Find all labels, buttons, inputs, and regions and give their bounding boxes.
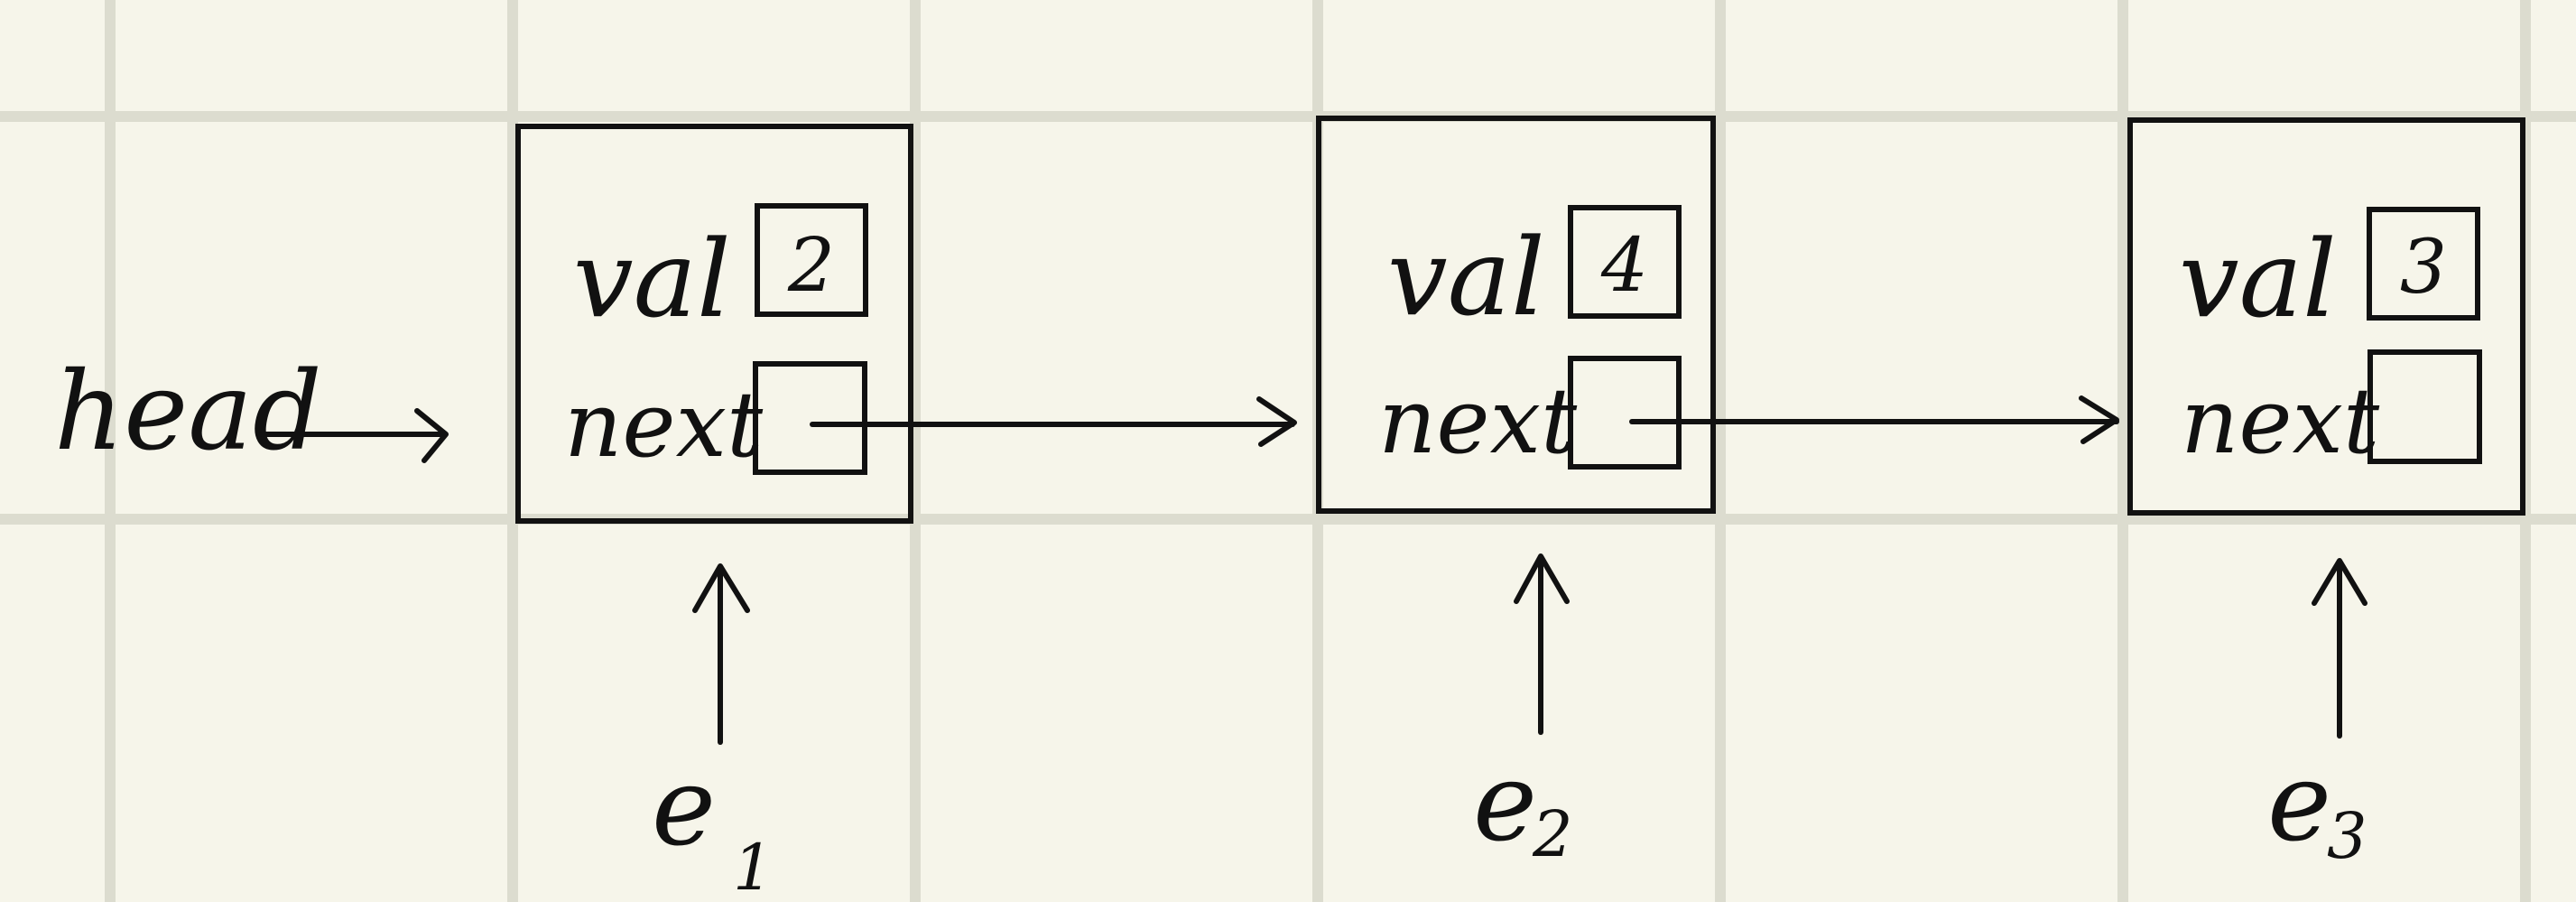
next-label: next [2181,368,2380,474]
value-box [1568,205,1682,319]
next-arrow-2-to-3 [1629,395,2119,444]
val-label: val [2179,217,2337,341]
next-pointer-box [753,361,867,475]
head-label: head [54,349,322,475]
list-node-1: val 2 next [515,124,913,524]
pointer-label-2: e 2 [1473,740,1573,871]
value-text: 3 [2400,225,2447,311]
pointer-label-3: e 3 [2267,740,2368,873]
pointer-arrow-3 [2312,558,2368,739]
list-node-3: val 3 next [2127,117,2525,516]
pointer-name: e [1473,740,1537,866]
value-text: 4 [1600,223,1648,309]
head-arrow [259,408,449,463]
node-box [515,124,913,524]
pointer-arrow-2 [1514,553,1570,735]
next-arrow-1-to-2 [810,396,1297,447]
next-label: next [1378,368,1578,474]
next-pointer-box [1568,356,1682,470]
list-node-2: val 4 next [1316,116,1716,514]
pointer-name: e [2267,740,2331,866]
next-pointer-box [2368,349,2482,464]
pointer-arrow-1 [692,563,750,745]
pointer-label-1: e 1 [652,745,774,902]
pointer-subscript: 3 [2327,799,2368,873]
pointer-name: e [652,745,716,870]
pointer-subscript: 2 [1532,797,1573,871]
pointer-subscript: 1 [733,831,774,902]
value-box [2367,207,2480,321]
val-label: val [573,217,731,341]
next-label: next [564,372,764,478]
node-box [2127,117,2525,516]
value-box [755,203,868,317]
node-box [1316,116,1716,514]
val-label: val [1387,215,1545,339]
value-text: 2 [787,223,835,309]
